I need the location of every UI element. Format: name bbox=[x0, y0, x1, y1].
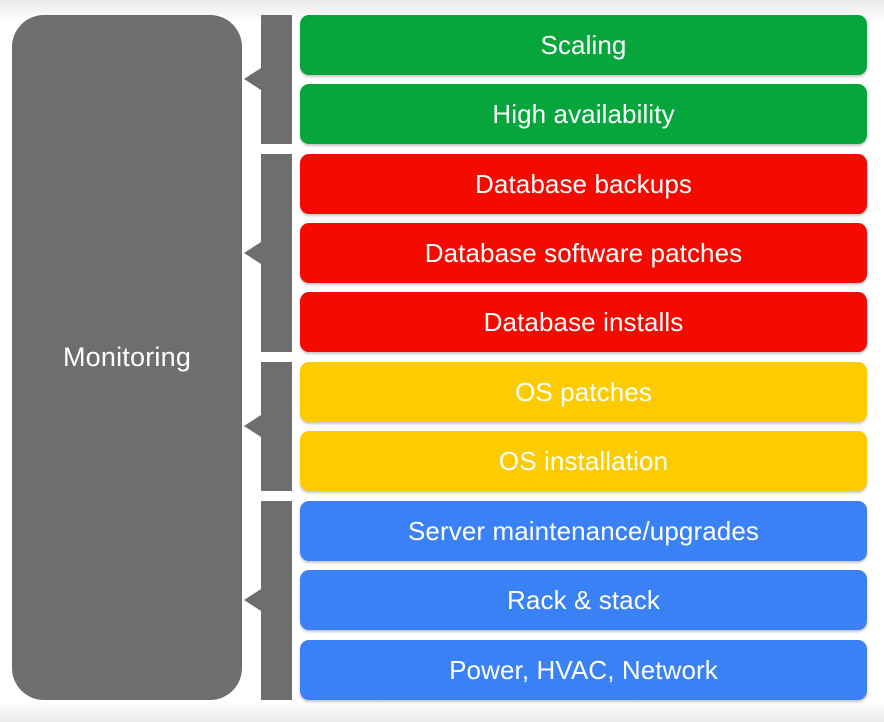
layer-label: Database backups bbox=[475, 168, 692, 199]
layer-label: Scaling bbox=[540, 29, 627, 60]
layer-label: Database software patches bbox=[424, 237, 743, 268]
layer-database-backups: Database backups bbox=[300, 154, 867, 214]
arrow-left-icon bbox=[244, 68, 261, 90]
layer-os-patches: OS patches bbox=[300, 362, 867, 422]
layer-label: Server maintenance/upgrades bbox=[407, 515, 760, 546]
bracket-red-group bbox=[261, 154, 292, 352]
bracket-blue-group bbox=[261, 501, 292, 700]
layer-scaling: Scaling bbox=[300, 15, 867, 75]
monitoring-label: Monitoring bbox=[62, 342, 192, 372]
layer-label: High availability bbox=[492, 98, 675, 129]
monitoring-block: Monitoring bbox=[12, 15, 242, 700]
bracket-green-group bbox=[261, 15, 292, 144]
layer-database-software-patches: Database software patches bbox=[300, 223, 867, 283]
layer-server-maintenance: Server maintenance/upgrades bbox=[300, 501, 867, 561]
arrow-left-icon bbox=[244, 589, 261, 611]
layer-label: OS installation bbox=[498, 445, 669, 476]
layer-database-installs: Database installs bbox=[300, 292, 867, 352]
layer-label: OS patches bbox=[515, 376, 652, 407]
layer-label: Rack & stack bbox=[507, 584, 660, 615]
layer-power-hvac-network: Power, HVAC, Network bbox=[300, 640, 867, 700]
layer-rack-and-stack: Rack & stack bbox=[300, 570, 867, 630]
arrow-left-icon bbox=[244, 242, 261, 264]
layer-label: Power, HVAC, Network bbox=[449, 654, 718, 685]
layer-high-availability: High availability bbox=[300, 84, 867, 144]
layer-os-installation: OS installation bbox=[300, 431, 867, 491]
arrow-left-icon bbox=[244, 415, 261, 437]
layer-label: Database installs bbox=[483, 306, 684, 337]
bracket-yellow-group bbox=[261, 362, 292, 491]
